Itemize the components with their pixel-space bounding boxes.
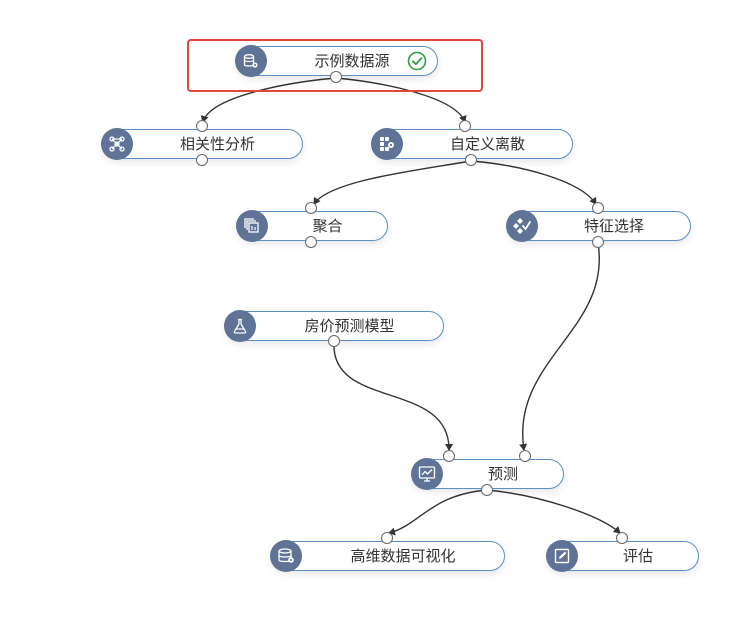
node-label: 自定义离散: [449, 135, 525, 153]
monitor-chart-icon: [411, 458, 443, 490]
input-port[interactable]: [443, 450, 455, 462]
input-port[interactable]: [305, 202, 317, 214]
node-label: 高维数据可视化: [350, 547, 456, 565]
node-label: 聚合: [312, 217, 343, 235]
node-label: 评估: [622, 547, 653, 565]
edge-feature-predict[interactable]: [519, 242, 601, 451]
database-settings-icon: [235, 45, 267, 77]
node-label: 相关性分析: [179, 135, 255, 153]
node-evaluation[interactable]: 评估: [546, 540, 699, 572]
data-stack-icon: [270, 540, 302, 572]
feature-select-icon: [506, 210, 538, 242]
output-port[interactable]: [328, 335, 340, 347]
node-label: 房价预测模型: [304, 317, 395, 335]
input-port[interactable]: [196, 120, 208, 132]
input-port[interactable]: [459, 120, 471, 132]
edge-discretize-feature[interactable]: [470, 160, 597, 205]
edge-predict-evaluate[interactable]: [486, 489, 621, 534]
selection-highlight: [187, 39, 483, 92]
input-port[interactable]: [616, 532, 628, 544]
output-port[interactable]: [481, 484, 493, 496]
node-label: 预测: [487, 465, 518, 483]
check-circle-icon: [407, 51, 427, 71]
input-port[interactable]: [381, 532, 393, 544]
input-port[interactable]: [592, 202, 604, 214]
output-port[interactable]: [196, 154, 208, 166]
graph-network-icon: [101, 128, 133, 160]
node-high-dim-visualization[interactable]: 高维数据可视化: [270, 540, 505, 572]
cluster-settings-icon: [371, 128, 403, 160]
output-port[interactable]: [305, 236, 317, 248]
edge-predict-hdvis[interactable]: [388, 489, 488, 536]
stacked-layers-icon: [236, 210, 268, 242]
edge-discretize-aggregate[interactable]: [313, 160, 472, 205]
edit-icon: [546, 540, 578, 572]
flask-icon: [224, 310, 256, 342]
output-port[interactable]: [592, 236, 604, 248]
node-label: 特征选择: [583, 217, 644, 235]
input-port[interactable]: [519, 450, 531, 462]
output-port[interactable]: [330, 71, 342, 83]
edge-model-predict[interactable]: [333, 341, 454, 451]
output-port[interactable]: [465, 154, 477, 166]
node-label: 示例数据源: [314, 52, 390, 70]
